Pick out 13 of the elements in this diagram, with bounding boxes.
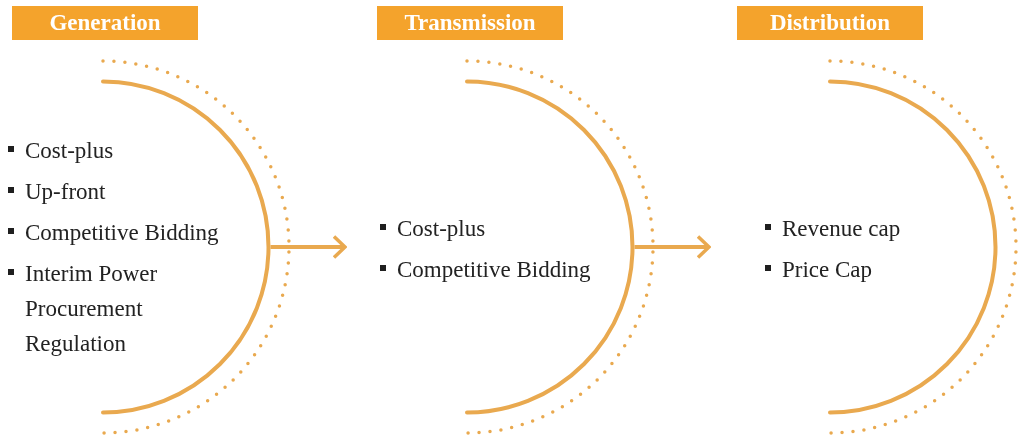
stage-heading: Distribution (737, 6, 923, 40)
bullet-text: Cost-plus (25, 137, 115, 165)
bullet-text: Up-front (25, 178, 107, 206)
arrow (634, 234, 711, 260)
arrow (270, 234, 347, 260)
bullet-text: Competitive Bidding (397, 256, 592, 284)
bullet-text: Price Cap (782, 256, 874, 284)
bullet-text: Interim Power Procurement Regulation (25, 260, 159, 358)
bullet-text: Cost-plus (397, 215, 487, 243)
bullet-text: Revenue cap (782, 215, 902, 243)
bullet-text: Competitive Bidding (25, 219, 220, 247)
stage-heading: Generation (12, 6, 198, 40)
stage-heading: Transmission (377, 6, 563, 40)
